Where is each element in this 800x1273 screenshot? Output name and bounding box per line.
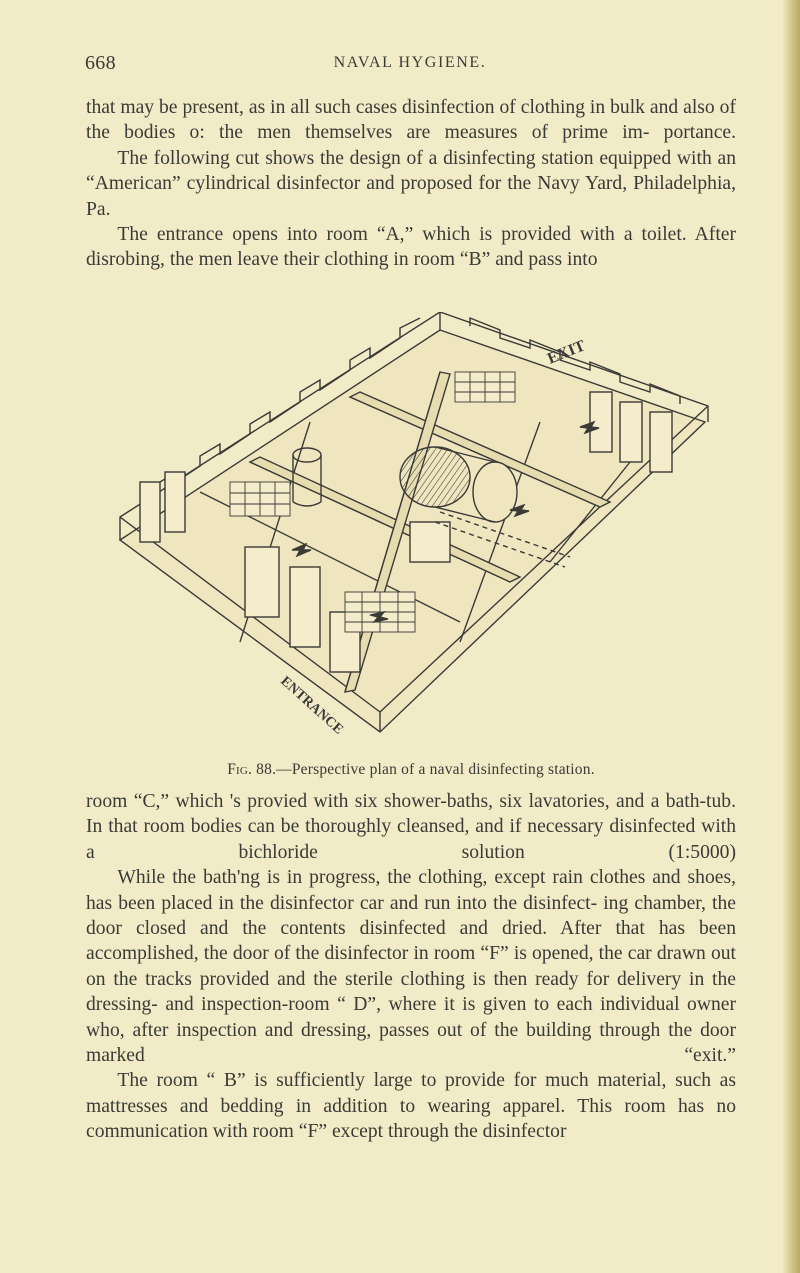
- figure-perspective-plan: EXIT ENTRANCE: [110, 310, 710, 758]
- figure-number: Fig. 88.: [227, 761, 277, 778]
- body-text-bottom: room “C,” which 's provied with six show…: [86, 789, 736, 1145]
- running-head: 668 NAVAL HYGIENE.: [85, 52, 735, 76]
- paragraph: The room “ B” is sufficiently large to p…: [86, 1070, 736, 1143]
- figure-caption: Fig. 88.—Perspective plan of a naval dis…: [86, 761, 736, 779]
- running-title: NAVAL HYGIENE.: [333, 54, 487, 71]
- paragraph: The following cut shows the design of a …: [86, 147, 736, 220]
- page-number: 668: [85, 52, 116, 74]
- paragraph: While the bath'ng is in progress, the cl…: [86, 867, 736, 1067]
- disinfector-cylinder: [399, 446, 518, 523]
- paragraph: The entrance opens into room “A,” which …: [86, 224, 736, 271]
- paragraph: room “C,” which 's provied with six show…: [86, 791, 736, 863]
- exit-label: EXIT: [545, 337, 588, 368]
- station-drawing: EXIT ENTRANCE: [118, 310, 709, 738]
- caption-text: —Perspective plan of a naval disinfectin…: [276, 761, 595, 778]
- body-text-top: that may be present, as in all such case…: [86, 95, 736, 273]
- page-edge-shadow: [782, 0, 800, 1273]
- paragraph: that may be present, as in all such case…: [86, 97, 736, 144]
